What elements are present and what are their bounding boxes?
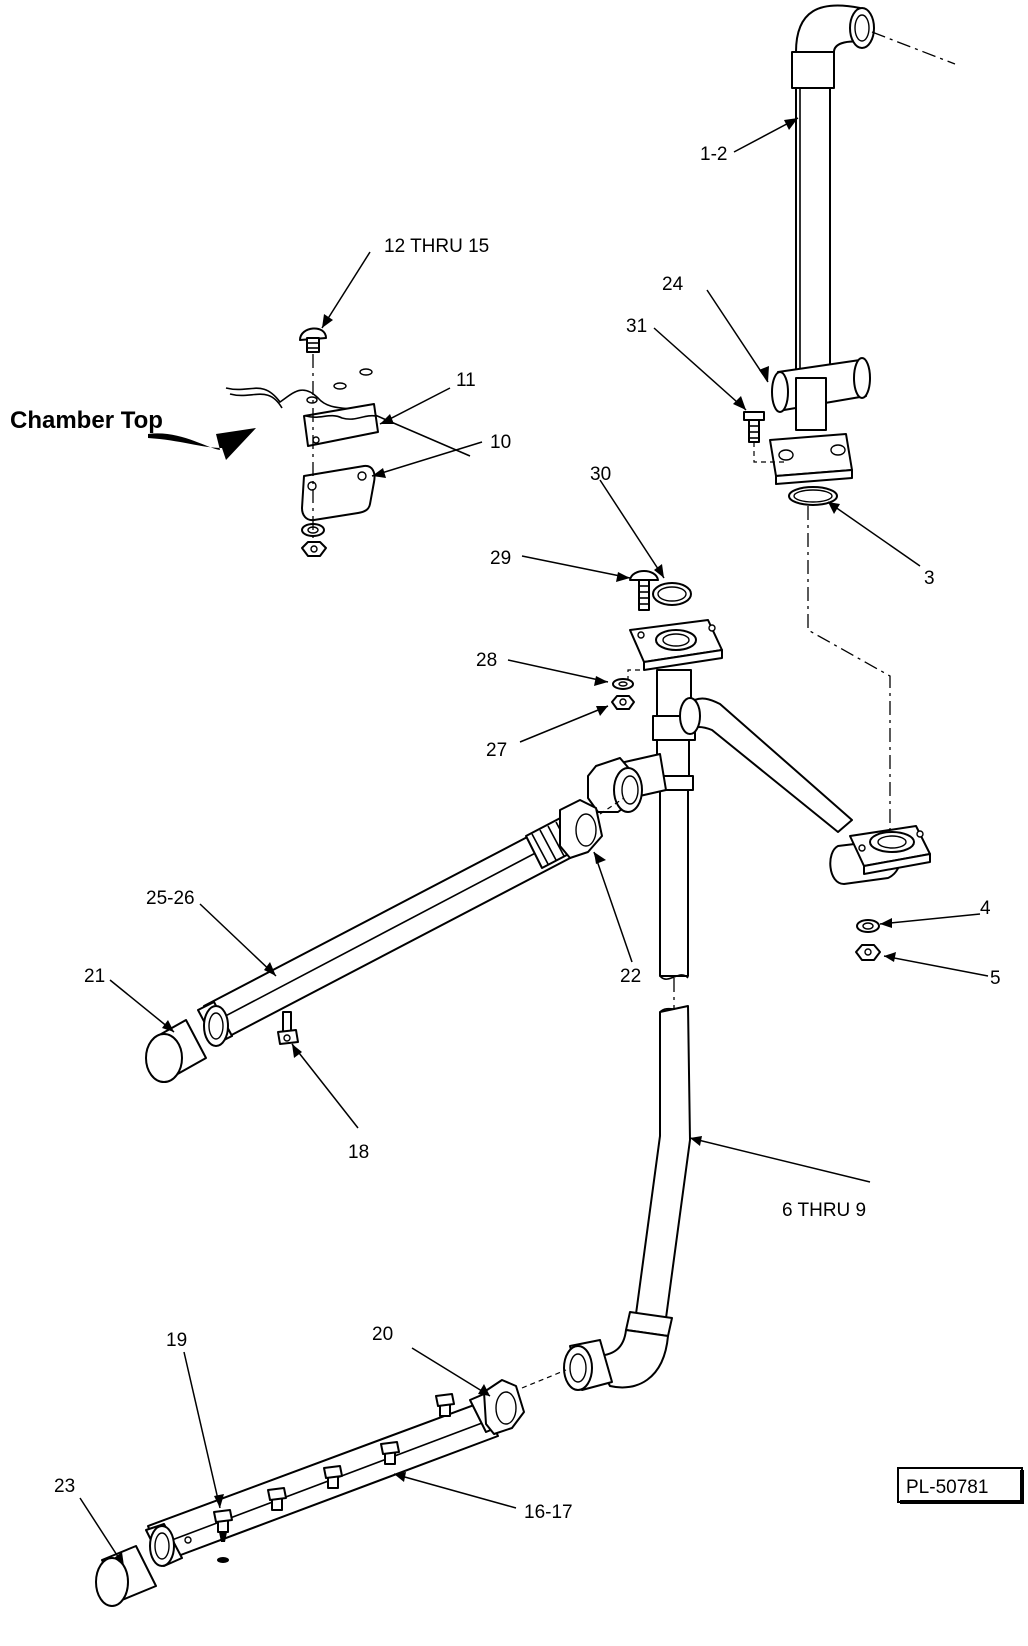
lower-manifold-pipe xyxy=(145,1379,525,1567)
callout-10: 10 xyxy=(490,432,511,453)
nozzle xyxy=(267,1487,287,1511)
callout-1-2: 1-2 xyxy=(700,144,727,165)
upper-manifold-pipe xyxy=(197,799,603,1047)
chamber-top-arrow xyxy=(148,428,256,460)
upper-vertical-pipe xyxy=(791,4,875,379)
callout-28: 28 xyxy=(476,650,497,671)
callout-23: 23 xyxy=(54,1476,75,1497)
callout-27: 27 xyxy=(486,740,507,761)
callout-6-thru-9: 6 THRU 9 xyxy=(782,1200,866,1221)
callout-21: 21 xyxy=(84,966,105,987)
washer-4 xyxy=(856,919,880,933)
callout-11: 11 xyxy=(456,370,476,391)
chamber-top-assembly xyxy=(225,327,471,557)
callout-5: 5 xyxy=(990,968,1001,989)
nozzle xyxy=(380,1441,400,1465)
callout-19: 19 xyxy=(166,1330,187,1351)
screw-29 xyxy=(629,570,659,611)
callout-31: 31 xyxy=(626,316,647,337)
callout-4: 4 xyxy=(980,898,991,919)
lower-bent-pipe xyxy=(563,1005,691,1391)
o-ring-30 xyxy=(652,582,692,606)
callout-labels: 1-2 24 31 12 THRU 15 11 10 30 3 29 28 27… xyxy=(54,144,1001,1523)
callout-30: 30 xyxy=(590,464,611,485)
leader-lines xyxy=(79,117,989,1567)
nozzle xyxy=(323,1465,343,1489)
nozzle-19 xyxy=(213,1509,233,1563)
bolt-31 xyxy=(743,411,765,443)
main-tee-pipe xyxy=(587,669,853,980)
right-elbow-flange xyxy=(829,825,931,885)
callout-12-thru-15: 12 THRU 15 xyxy=(384,236,489,257)
centerline-long-right xyxy=(807,506,891,832)
nozzle-18 xyxy=(277,1011,299,1045)
arrowheads xyxy=(114,118,896,1566)
centerline-elbow xyxy=(871,31,956,65)
centerline-lower-elbow xyxy=(521,1369,567,1389)
washer-28 xyxy=(612,678,634,690)
cap-21 xyxy=(145,1019,207,1083)
chamber-top-label: Chamber Top xyxy=(10,407,163,434)
tee-fitting xyxy=(769,357,871,485)
bolt-centerline xyxy=(753,442,786,463)
callout-20: 20 xyxy=(372,1324,393,1345)
callout-3: 3 xyxy=(924,568,935,589)
nut-27 xyxy=(611,695,635,710)
centerline-upper-manifold xyxy=(599,797,625,815)
nozzle xyxy=(435,1393,455,1417)
callout-18: 18 xyxy=(348,1142,369,1163)
callout-16-17: 16-17 xyxy=(524,1502,573,1523)
o-ring-3 xyxy=(788,486,838,506)
callout-24: 24 xyxy=(662,274,684,295)
cap-23 xyxy=(95,1545,157,1607)
callout-29: 29 xyxy=(490,548,511,569)
square-flange xyxy=(629,619,723,671)
plate-number-box: PL-50781 xyxy=(897,1467,1024,1504)
callout-25-26: 25-26 xyxy=(146,888,195,909)
nozzle-row xyxy=(213,1393,455,1563)
callout-22: 22 xyxy=(620,966,641,987)
plate-number: PL-50781 xyxy=(906,1477,988,1498)
nut-5 xyxy=(855,944,881,961)
